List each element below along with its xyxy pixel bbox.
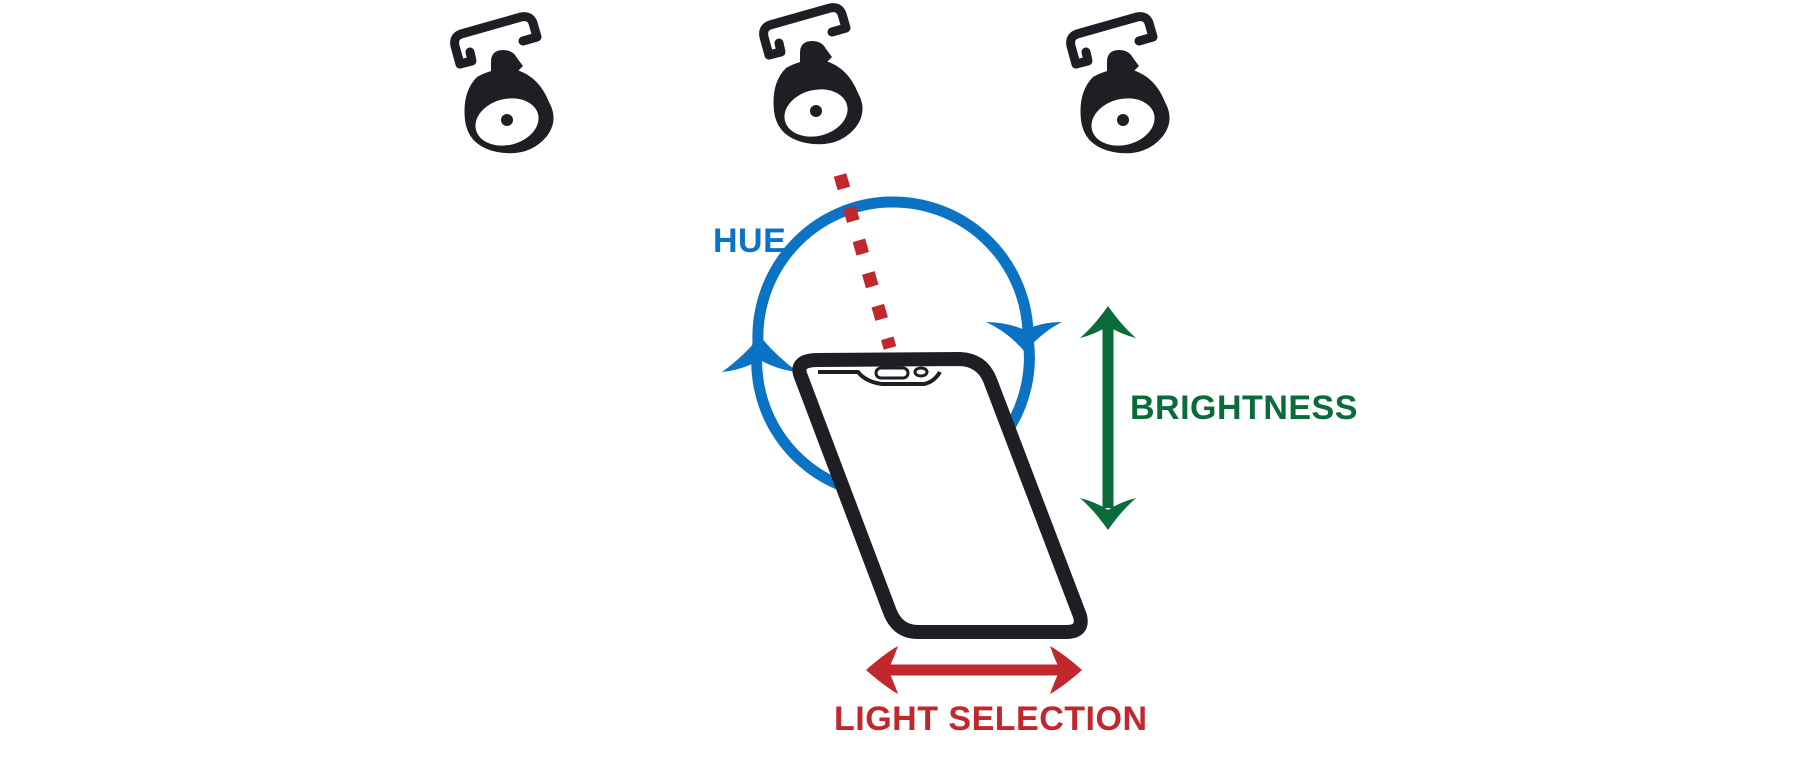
vertical-arrow-icon: [1080, 306, 1136, 530]
circular-arrow-icon: [722, 196, 1062, 494]
brightness-label: BRIGHTNESS: [1130, 389, 1358, 427]
smartphone-icon: [792, 352, 1088, 639]
horizontal-arrow-icon: [866, 646, 1082, 694]
lamp-icon-right: [1071, 17, 1170, 154]
hue-label: HUE: [713, 222, 786, 260]
light-selection-label: LIGHT SELECTION: [834, 700, 1148, 738]
lamp-icon-center: [764, 8, 863, 145]
lamp-icon-left: [455, 17, 554, 154]
